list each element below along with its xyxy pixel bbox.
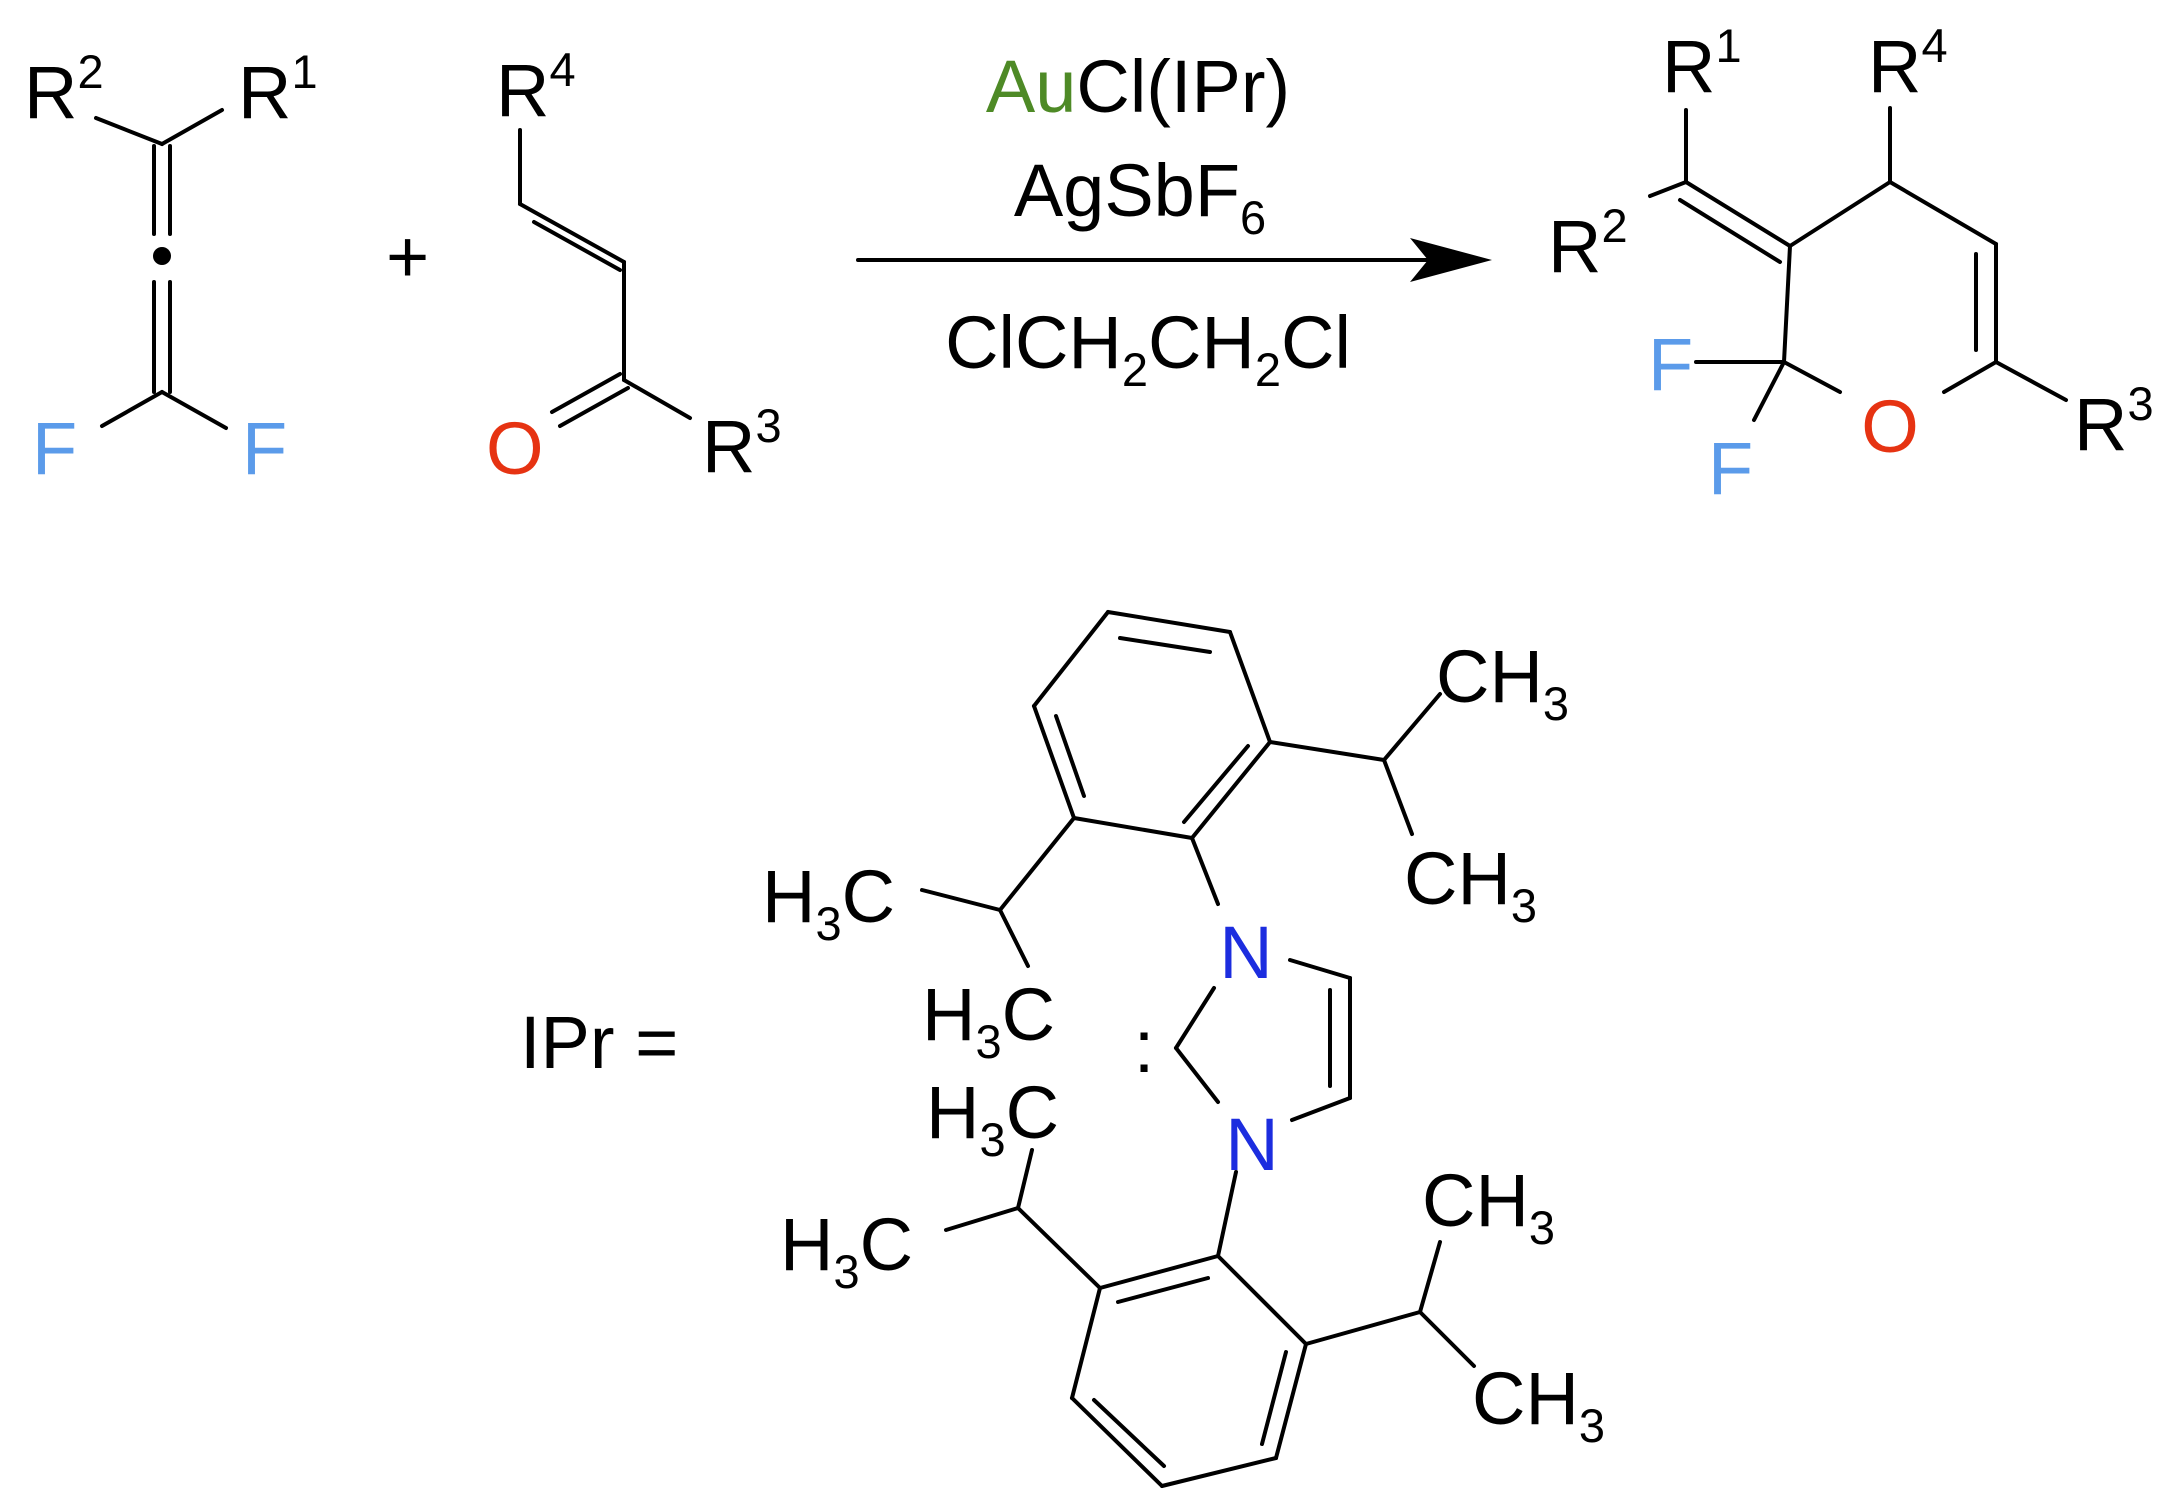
allene-bonds [94, 108, 228, 430]
methyl-upper-right-2: CH3 [1404, 837, 1537, 932]
ipr-nitrogen-top: N [1219, 911, 1272, 994]
methyl-upper-left-1: H3C [762, 855, 895, 950]
allene-center-dot [153, 247, 171, 265]
dihydropyran-product: R1 R4 R2 F F O R3 [1548, 19, 2154, 510]
product-fluorine-top: F [1648, 323, 1693, 406]
methyl-lower-right-1: CH3 [1422, 1159, 1555, 1254]
enone-r3-label: R3 [702, 399, 782, 488]
plus-sign: + [386, 215, 429, 298]
ipr-imidazolylidene-bonds [1174, 958, 1352, 1122]
enone-bonds [518, 128, 692, 428]
product-bonds [1648, 106, 2068, 422]
difluoroallene-reactant: R2 R1 F F [24, 45, 318, 490]
methyl-lower-left-1: H3C [926, 1071, 1059, 1166]
ipr-definition-label: IPr = [520, 1001, 678, 1084]
silver-additive-label: AgSbF6 [1014, 149, 1266, 244]
allene-fluorine-right: F [242, 407, 287, 490]
arrow-head [1410, 238, 1492, 282]
enone-r4-label: R4 [496, 43, 576, 132]
ipr-structure: N N : CH3 CH3 H3C H3C H3C H3C CH3 CH3 [762, 610, 1605, 1488]
enone-reactant: R4 O R3 [486, 43, 782, 490]
ipr-lower-aryl-bonds [944, 1148, 1476, 1488]
ipr-upper-aryl-bonds [920, 610, 1442, 968]
reaction-arrow [856, 238, 1492, 282]
methyl-upper-right-1: CH3 [1436, 635, 1569, 730]
enone-oxygen: O [486, 407, 544, 490]
ipr-nitrogen-bottom: N [1225, 1103, 1278, 1186]
solvent-label: ClCH2CH2Cl [945, 301, 1351, 396]
product-r2-label: R2 [1548, 199, 1628, 288]
methyl-upper-left-2: H3C [922, 973, 1055, 1068]
catalyst-label: AuCl(IPr) [986, 45, 1290, 128]
product-r3-label: R3 [2074, 377, 2154, 466]
methyl-lower-left-2: H3C [780, 1203, 913, 1298]
allene-r1-label: R1 [238, 45, 318, 134]
product-r1-label: R1 [1662, 19, 1742, 108]
methyl-lower-right-2: CH3 [1472, 1357, 1605, 1452]
allene-fluorine-left: F [32, 407, 77, 490]
allene-r2-label: R2 [24, 45, 104, 134]
product-fluorine-bottom: F [1708, 427, 1753, 510]
product-oxygen: O [1861, 385, 1919, 468]
carbene-lone-pair: : [1134, 1005, 1155, 1088]
product-r4-label: R4 [1868, 19, 1948, 108]
